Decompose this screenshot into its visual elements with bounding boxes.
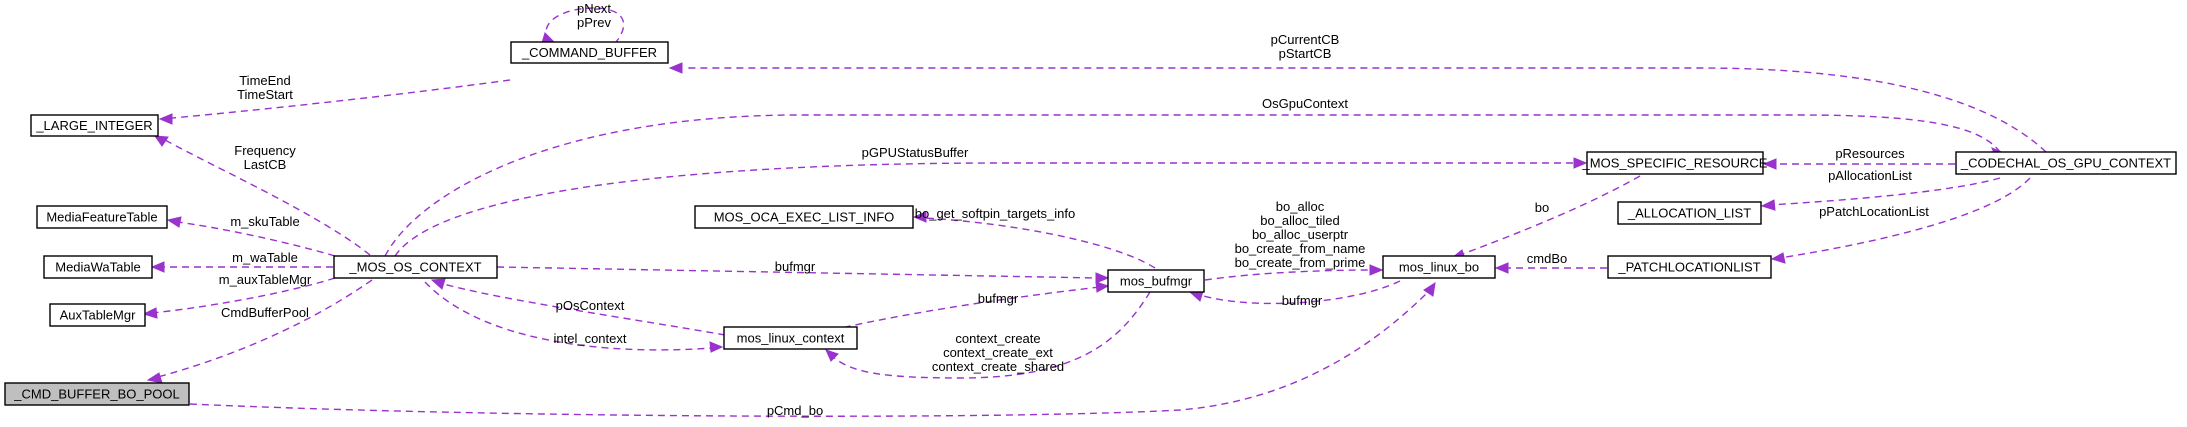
node-cmd-buffer-bo-pool-label: _CMD_BUFFER_BO_POOL: [13, 387, 179, 402]
node-large-integer-label: _LARGE_INTEGER: [35, 118, 152, 133]
node-mos-linux-bo-label: mos_linux_bo: [1399, 260, 1479, 275]
label-bo-alloc-userptr: bo_alloc_userptr: [1252, 227, 1349, 242]
label-context-create-shared: context_create_shared: [932, 359, 1064, 374]
node-cmd-buffer-bo-pool[interactable]: _CMD_BUFFER_BO_POOL: [4, 382, 190, 406]
label-pstartcb: pStartCB: [1279, 46, 1332, 61]
node-mos-os-context[interactable]: _MOS_OS_CONTEXT: [333, 255, 498, 279]
label-timeend: TimeEnd: [239, 73, 291, 88]
label-bufmgr-linuxcontext: bufmgr: [978, 291, 1019, 306]
edge-gpucontext-resource: [1762, 158, 1955, 170]
edge-oscontext-bopool: [146, 279, 373, 384]
node-mos-oca-exec-list-info[interactable]: MOS_OCA_EXEC_LIST_INFO: [694, 205, 914, 229]
node-large-integer[interactable]: _LARGE_INTEGER: [30, 114, 159, 137]
node-mos-oca-exec-list-info-label: MOS_OCA_EXEC_LIST_INFO: [714, 210, 895, 225]
label-cmdbufferpool: CmdBufferPool: [221, 305, 309, 320]
label-pcmd-bo: pCmd_bo: [767, 403, 823, 418]
node-mos-bufmgr-label: mos_bufmgr: [1120, 274, 1193, 289]
label-cmdbo: cmdBo: [1527, 251, 1567, 266]
edges: [142, 7, 2047, 417]
node-patchlocationlist-label: _PATCHLOCATIONLIST: [1617, 260, 1760, 275]
label-intel-context: intel_context: [554, 331, 627, 346]
label-bo-create-from-name: bo_create_from_name: [1235, 241, 1366, 256]
node-mos-linux-bo[interactable]: mos_linux_bo: [1382, 255, 1496, 279]
label-bo: bo: [1535, 200, 1549, 215]
label-context-create-ext: context_create_ext: [943, 345, 1053, 360]
label-bo-create-from-prime: bo_create_from_prime: [1235, 255, 1366, 270]
edge-oscontext-gpucontext: [384, 114, 2006, 257]
node-media-wa-table[interactable]: MediaWaTable: [43, 255, 153, 279]
node-media-feature-table[interactable]: MediaFeatureTable: [36, 205, 168, 229]
node-mos-specific-resource-label: _MOS_SPECIFIC_RESOURCE: [1582, 156, 1768, 171]
edge-linuxcontext-oscontext: [430, 278, 726, 336]
node-mos-linux-context-label: mos_linux_context: [737, 331, 845, 346]
label-presources: pResources: [1835, 146, 1905, 161]
edge-oscontext-watable: [150, 261, 333, 273]
edge-oscontext-skutable: [166, 216, 336, 257]
node-command-buffer-label: _COMMAND_BUFFER: [521, 45, 657, 60]
node-aux-table-mgr-label: AuxTableMgr: [60, 308, 137, 323]
label-pnext: pNext: [577, 1, 611, 16]
edge-resource-linuxbo: [1450, 175, 1641, 260]
label-posecontext: pOsContext: [556, 298, 625, 313]
label-bo-get-softpin: bo_get_softpin_targets_info: [915, 206, 1075, 221]
node-command-buffer[interactable]: _COMMAND_BUFFER: [510, 41, 669, 64]
node-allocation-list[interactable]: _ALLOCATION_LIST: [1617, 201, 1762, 225]
edge-labels: pNext pPrev TimeEnd TimeStart pCurrentCB…: [219, 1, 1930, 418]
label-m-auxtablemgr: m_auxTableMgr: [219, 272, 312, 287]
node-media-wa-table-label: MediaWaTable: [55, 260, 141, 275]
node-codechal-os-gpu-context-label: _CODECHAL_OS_GPU_CONTEXT: [1960, 156, 2171, 171]
label-frequency: Frequency: [234, 143, 296, 158]
node-media-feature-table-label: MediaFeatureTable: [46, 210, 157, 225]
label-bo-alloc-tiled: bo_alloc_tiled: [1260, 213, 1340, 228]
label-pprev: pPrev: [577, 15, 611, 30]
node-patchlocationlist[interactable]: _PATCHLOCATIONLIST: [1607, 255, 1772, 279]
edge-linuxcontext-bufmgr: [831, 281, 1110, 331]
edge-gpucontext-allocationlist: [1760, 177, 2001, 211]
edge-oscontext-linuxcontext: [424, 281, 724, 353]
label-lastcb: LastCB: [244, 157, 287, 172]
edge-commandbuffer-gpucontext: [668, 62, 2047, 153]
label-m-skutable: m_skuTable: [230, 214, 299, 229]
label-bufmgr-oscontext: bufmgr: [775, 259, 816, 274]
label-pallocationlist: pAllocationList: [1828, 168, 1912, 183]
label-pgpustatusbuffer: pGPUStatusBuffer: [862, 145, 969, 160]
edge-oscontext-auxtable: [142, 277, 336, 319]
label-timestart: TimeStart: [237, 87, 293, 102]
edge-bufmgr-linuxbo: [1204, 264, 1384, 281]
edge-bufmgr-ocainfo: [912, 211, 1156, 269]
label-osgpucontext: OsGpuContext: [1262, 96, 1348, 111]
label-ppatchlocationlist: pPatchLocationList: [1819, 204, 1929, 219]
edge-largeint-commandbuffer: [158, 79, 511, 125]
edge-oscontext-resource: [394, 157, 1588, 257]
label-bo-alloc: bo_alloc: [1276, 199, 1325, 214]
edge-oscontext-bufmgr: [496, 266, 1110, 284]
edge-oscontext-largeint: [153, 135, 371, 256]
label-context-create: context_create: [955, 331, 1040, 346]
node-mos-specific-resource[interactable]: _MOS_SPECIFIC_RESOURCE: [1582, 151, 1768, 175]
label-m-watable: m_waTable: [232, 250, 298, 265]
node-mos-bufmgr[interactable]: mos_bufmgr: [1107, 269, 1205, 293]
node-mos-linux-context[interactable]: mos_linux_context: [723, 326, 858, 350]
label-pcurrentcb: pCurrentCB: [1271, 32, 1340, 47]
node-codechal-os-gpu-context[interactable]: _CODECHAL_OS_GPU_CONTEXT: [1955, 151, 2177, 175]
label-bufmgr-linuxbo: bufmgr: [1282, 293, 1323, 308]
node-aux-table-mgr[interactable]: AuxTableMgr: [49, 303, 146, 327]
edge-bopool-linuxbo: [189, 281, 1436, 417]
edge-patchlist-linuxbo: [1494, 262, 1607, 274]
node-allocation-list-label: _ALLOCATION_LIST: [1627, 206, 1751, 221]
edge-gpucontext-patchlist: [1770, 177, 2031, 264]
node-mos-os-context-label: _MOS_OS_CONTEXT: [348, 260, 481, 275]
edge-bufmgr-linuxcontext: [825, 291, 1151, 379]
nodes: _COMMAND_BUFFER _LARGE_INTEGER MediaFeat…: [4, 41, 2177, 406]
